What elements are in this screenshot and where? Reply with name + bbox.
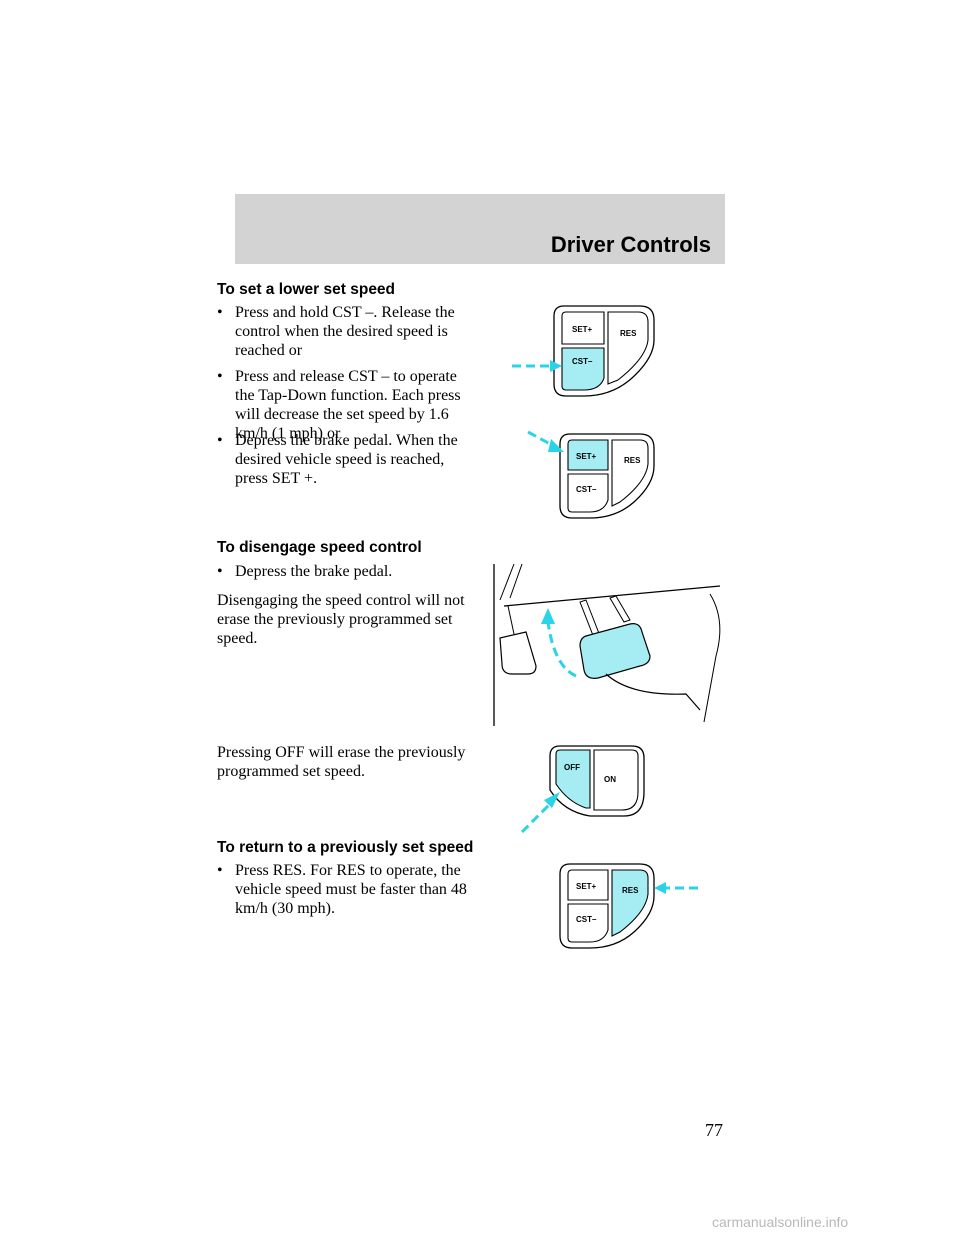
list-item: • Depress the brake pedal. [217,562,477,581]
heading-return: To return to a previously set speed [217,839,474,856]
res-button [607,311,649,385]
list-item-text: Press and release CST – to operate the T… [235,368,461,442]
floor-line [605,673,701,711]
bullet-dot: • [217,563,223,580]
off-button [555,749,591,809]
bullet-dot: • [217,862,223,879]
bullet-dot: • [217,304,223,321]
cst-minus-button [567,903,609,943]
cst-minus-button [561,347,605,391]
header-band: Driver Controls [235,194,725,264]
off-label: OFF [564,763,580,772]
cst-minus-button [567,473,609,513]
list-item: • Press and hold CST –. Release the cont… [217,303,477,360]
cst-minus-label: CST– [576,915,597,924]
paragraph: Pressing OFF will erase the previously p… [217,744,466,780]
brake-pedal [579,623,651,679]
speed-control-res-illustration: SET+ CST– RES [559,863,698,949]
set-plus-button [567,869,609,901]
dash-edge [503,585,721,607]
accelerator-pedal [499,631,537,675]
brake-pedal-illustration [493,563,721,726]
heading-disengage: To disengage speed control [217,539,422,556]
section-title: Driver Controls [550,232,711,257]
speed-control-set-illustration: SET+ CST– RES [527,430,655,519]
page-number: 77 [705,1120,723,1140]
res-button [611,869,649,937]
speed-control-off-illustration: OFF ON [520,745,645,834]
pointer-arrow [546,621,577,678]
bullet-dot: • [217,432,223,449]
res-label: RES [620,329,637,338]
accelerator-arm [507,605,515,635]
list-item-text: Press and hold CST –. Release the contro… [235,304,455,359]
list-item: • Press and release CST – to operate the… [217,367,477,443]
speed-control-cst-illustration: SET+ CST– RES [512,305,655,397]
on-button [593,749,639,811]
arrow-head [548,439,564,452]
list-item: • Depress the brake pedal. When the desi… [217,431,477,488]
on-label: ON [604,775,616,784]
set-plus-button [561,311,605,345]
set-plus-label: SET+ [576,452,597,461]
console-line [703,593,721,723]
heading-lower-speed: To set a lower set speed [217,281,396,298]
set-plus-label: SET+ [572,325,593,334]
paragraph: Disengaging the speed control will not e… [217,592,465,647]
arrow-head [544,792,560,808]
arrow-head [550,360,562,372]
trim-line [499,563,515,601]
list-item-text: Depress the brake pedal. [235,563,393,580]
list-item-text: Depress the brake pedal. When the desire… [235,432,458,487]
pointer-arrow [527,430,555,448]
pointer-arrow [520,802,552,834]
pedal-arm [609,595,631,623]
trim-line [509,563,523,599]
res-label: RES [624,456,641,465]
res-button [611,439,649,507]
bullet-dot: • [217,368,223,385]
arrow-head [541,608,555,624]
list-item: • Press RES. For RES to operate, the veh… [217,861,477,918]
arrow-head [654,882,666,894]
set-plus-label: SET+ [576,882,597,891]
pedal-arm [579,599,601,639]
res-label: RES [622,886,639,895]
watermark: carmanualsonline.info [712,1214,849,1230]
cst-minus-label: CST– [572,357,593,366]
set-plus-button [567,439,609,471]
cst-minus-label: CST– [576,485,597,494]
list-item-text: Press RES. For RES to operate, the vehic… [235,862,467,917]
